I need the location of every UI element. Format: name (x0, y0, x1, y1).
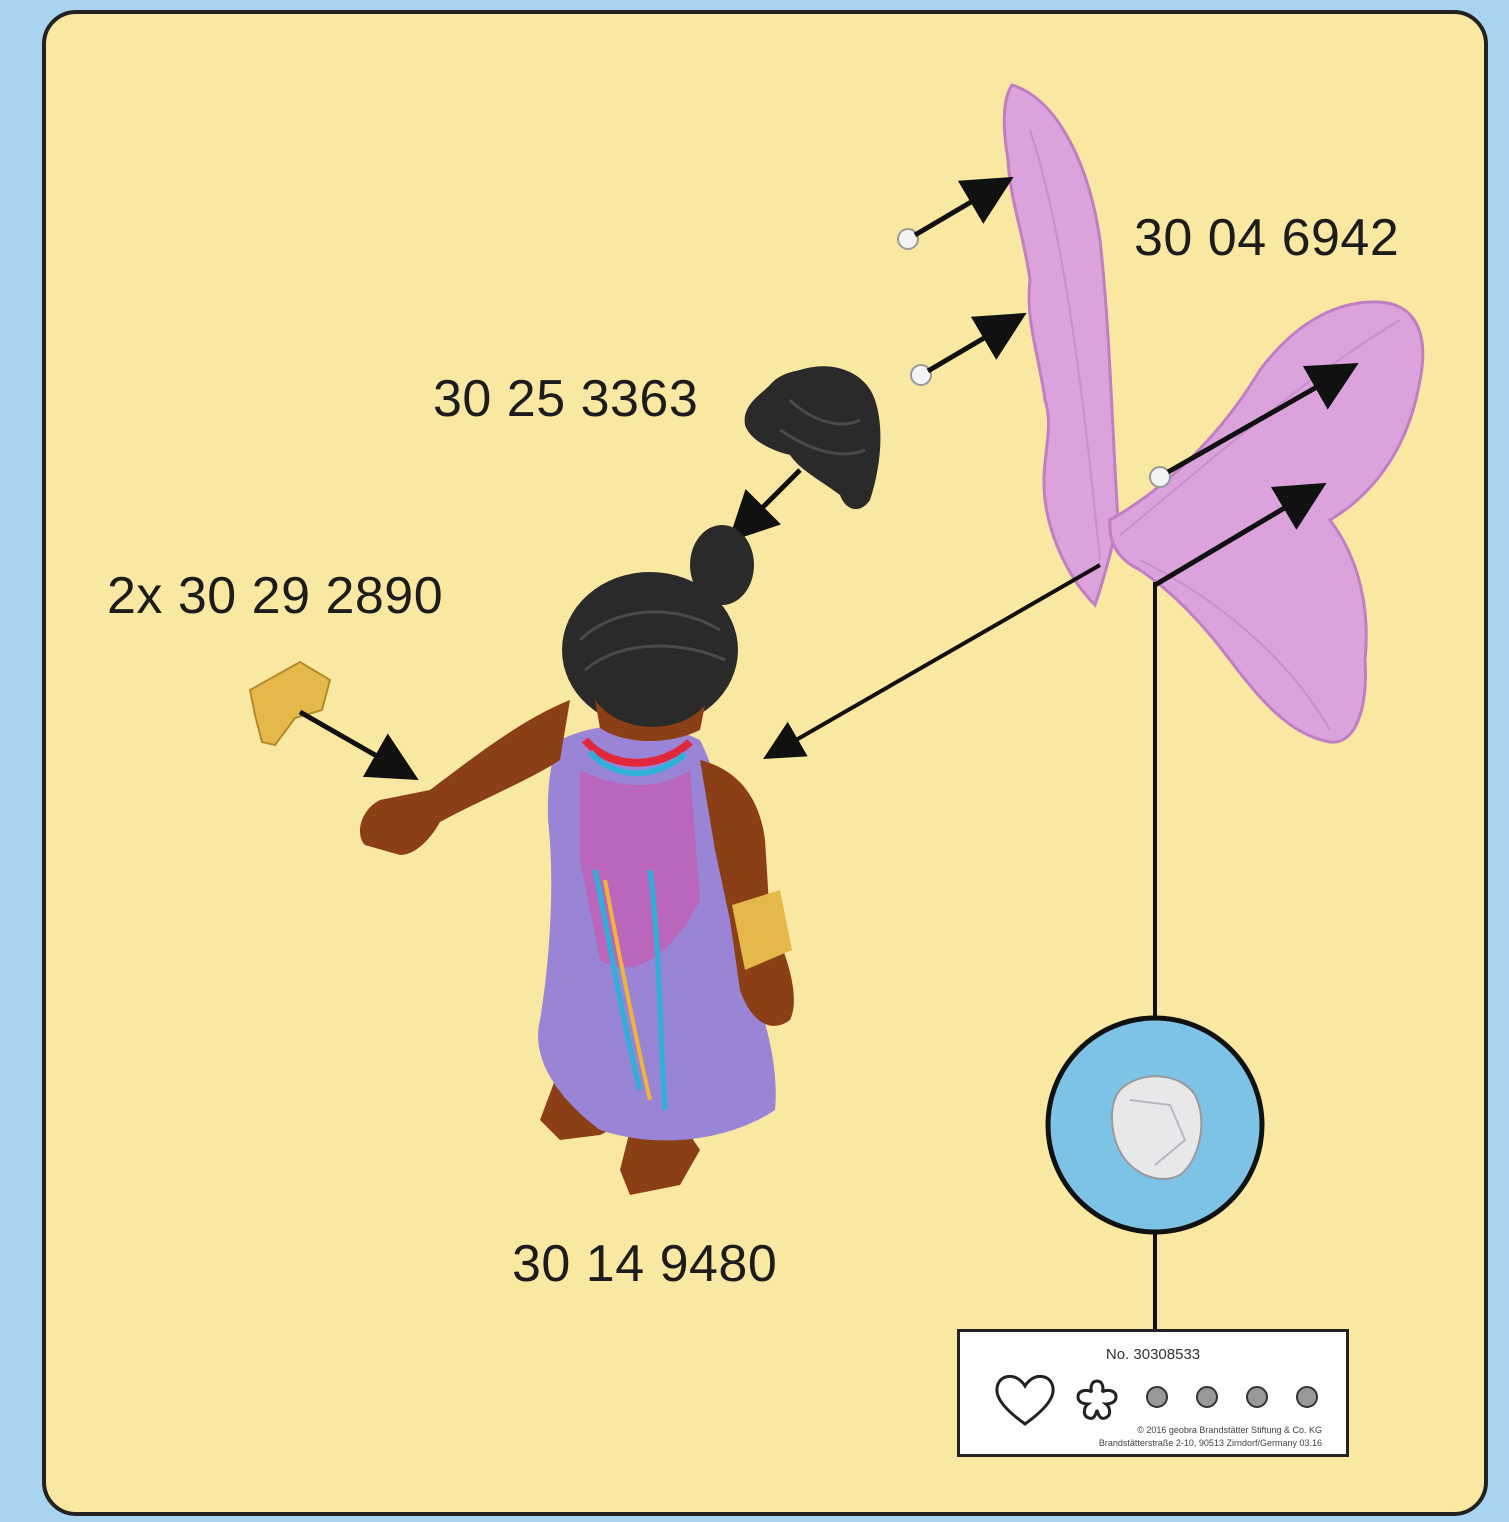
flower-icon (1076, 1379, 1118, 1420)
upper-wing (1002, 83, 1120, 608)
sticker-card: No. 30308533 © 2016 geobra Brandstätter … (957, 1329, 1349, 1457)
arrow-bun-to-head (727, 468, 802, 543)
address-line: Brandstätterstraße 2-10, 90513 Zirndorf/… (1098, 1438, 1322, 1448)
arrow-gem-to-wing (913, 176, 1014, 238)
arrow-gem-to-wing (1166, 363, 1359, 475)
hair-bun-part-label: 30 25 3363 (433, 370, 699, 428)
gold-accessory-piece (248, 660, 332, 747)
gem-slot-selected (1146, 1386, 1168, 1408)
figure-part-label: 30 14 9480 (512, 1235, 778, 1293)
copyright-line: © 2016 geobra Brandstätter Stiftung & Co… (1137, 1425, 1322, 1435)
gem-slot-row (1146, 1386, 1318, 1408)
gem-slot (1246, 1386, 1268, 1408)
arrow-gem-to-wing (1153, 482, 1327, 588)
arrow-wings-to-back (763, 563, 1101, 759)
gem-peg (897, 228, 919, 250)
hair-bun-piece (744, 366, 881, 510)
arrow-gem-to-wing (926, 312, 1027, 374)
gem-peg (910, 364, 932, 386)
gem-detail-icon (1110, 1075, 1203, 1180)
fairy-figure (360, 525, 794, 1195)
accessory-part-label: 2x 30 29 2890 (107, 567, 444, 625)
instruction-panel (42, 10, 1488, 1516)
heart-icon (995, 1374, 1055, 1426)
arrow-accessory-to-hand (298, 709, 419, 780)
wings-part-label: 30 04 6942 (1134, 209, 1400, 267)
sticker-number: No. 30308533 (1105, 1346, 1201, 1363)
gem-slot (1296, 1386, 1318, 1408)
gem-slot (1196, 1386, 1218, 1408)
lower-wing (1108, 300, 1425, 744)
sticker-copyright: © 2016 geobra Brandstätter Stiftung & Co… (1099, 1424, 1322, 1450)
gem-peg (1149, 466, 1171, 488)
